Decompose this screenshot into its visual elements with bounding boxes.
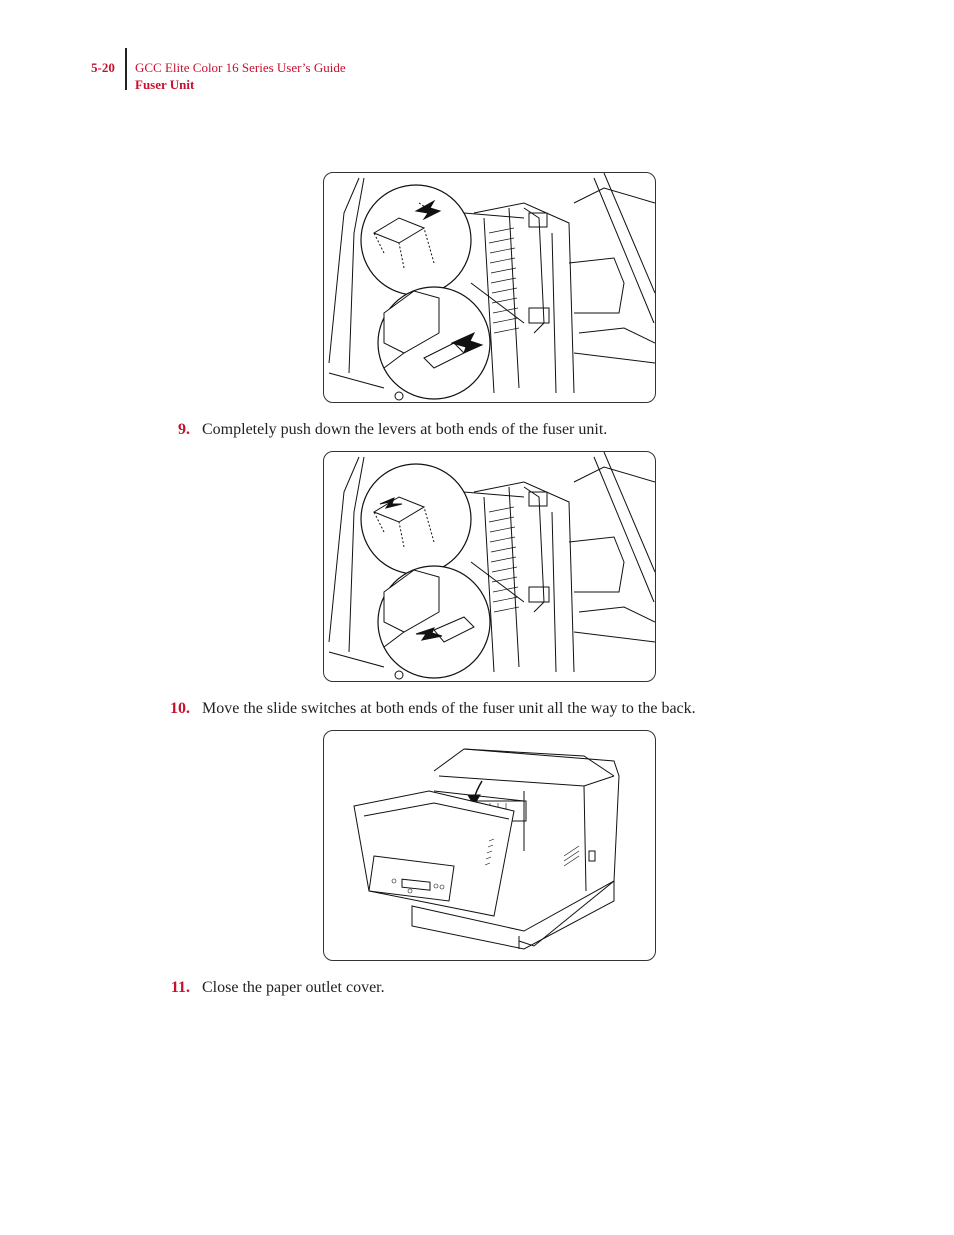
step-text: Completely push down the levers at both … xyxy=(202,421,608,438)
step-number: 9. xyxy=(178,421,190,438)
section-title: Fuser Unit xyxy=(135,77,195,92)
slide-switches-back-illustration xyxy=(323,451,656,682)
step-text: Close the paper outlet cover. xyxy=(202,979,385,996)
guide-title: GCC Elite Color 16 Series User’s Guide xyxy=(135,60,346,75)
page-number: 5-20 xyxy=(91,60,115,75)
step-number: 10. xyxy=(170,700,190,717)
close-outlet-cover-illustration xyxy=(323,730,656,961)
levers-push-down-illustration xyxy=(323,172,656,403)
header-divider xyxy=(125,48,127,90)
step-number: 11. xyxy=(170,979,190,996)
step-text: Move the slide switches at both ends of … xyxy=(202,700,696,717)
